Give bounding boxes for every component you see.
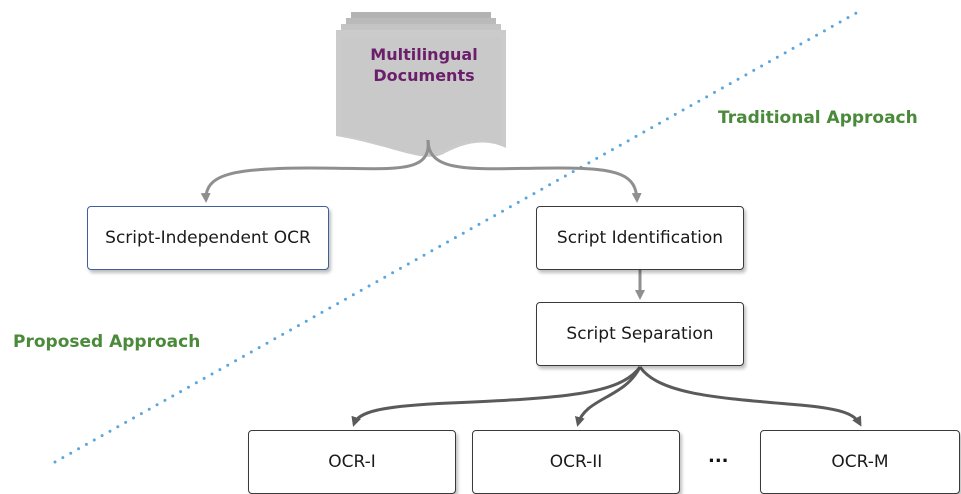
- arrow-docs-to-script-identification: [426, 139, 642, 203]
- script-separation-box: Script Separation: [536, 302, 744, 366]
- documents-title: Multilingual Documents: [370, 45, 478, 85]
- document-stack-icon: [336, 12, 506, 157]
- more-ocr-ellipsis: ...: [708, 446, 729, 467]
- ocr-1-box: OCR-I: [248, 430, 456, 494]
- script-identification-label: Script Identification: [556, 228, 724, 248]
- traditional-approach-label: Traditional Approach: [718, 108, 918, 128]
- ocr-2-label: OCR-II: [549, 452, 603, 472]
- arrow-docs-to-script-independent-ocr: [200, 139, 430, 203]
- approach-divider-line: [53, 10, 860, 464]
- ocr-m-label: OCR-M: [831, 452, 889, 472]
- ocr-m-box: OCR-M: [760, 430, 960, 494]
- script-identification-box: Script Identification: [536, 206, 744, 270]
- script-independent-ocr-box: Script-Independent OCR: [87, 206, 329, 270]
- ocr-1-label: OCR-I: [328, 452, 376, 472]
- arrow-separation-to-ocr-2: [575, 366, 642, 427]
- proposed-approach-label: Proposed Approach: [13, 332, 201, 352]
- arrow-separation-to-ocr-1: [351, 366, 642, 427]
- script-separation-label: Script Separation: [566, 324, 714, 344]
- script-independent-ocr-label: Script-Independent OCR: [105, 228, 311, 248]
- arrow-separation-to-ocr-m: [638, 366, 862, 427]
- ocr-2-box: OCR-II: [472, 430, 680, 494]
